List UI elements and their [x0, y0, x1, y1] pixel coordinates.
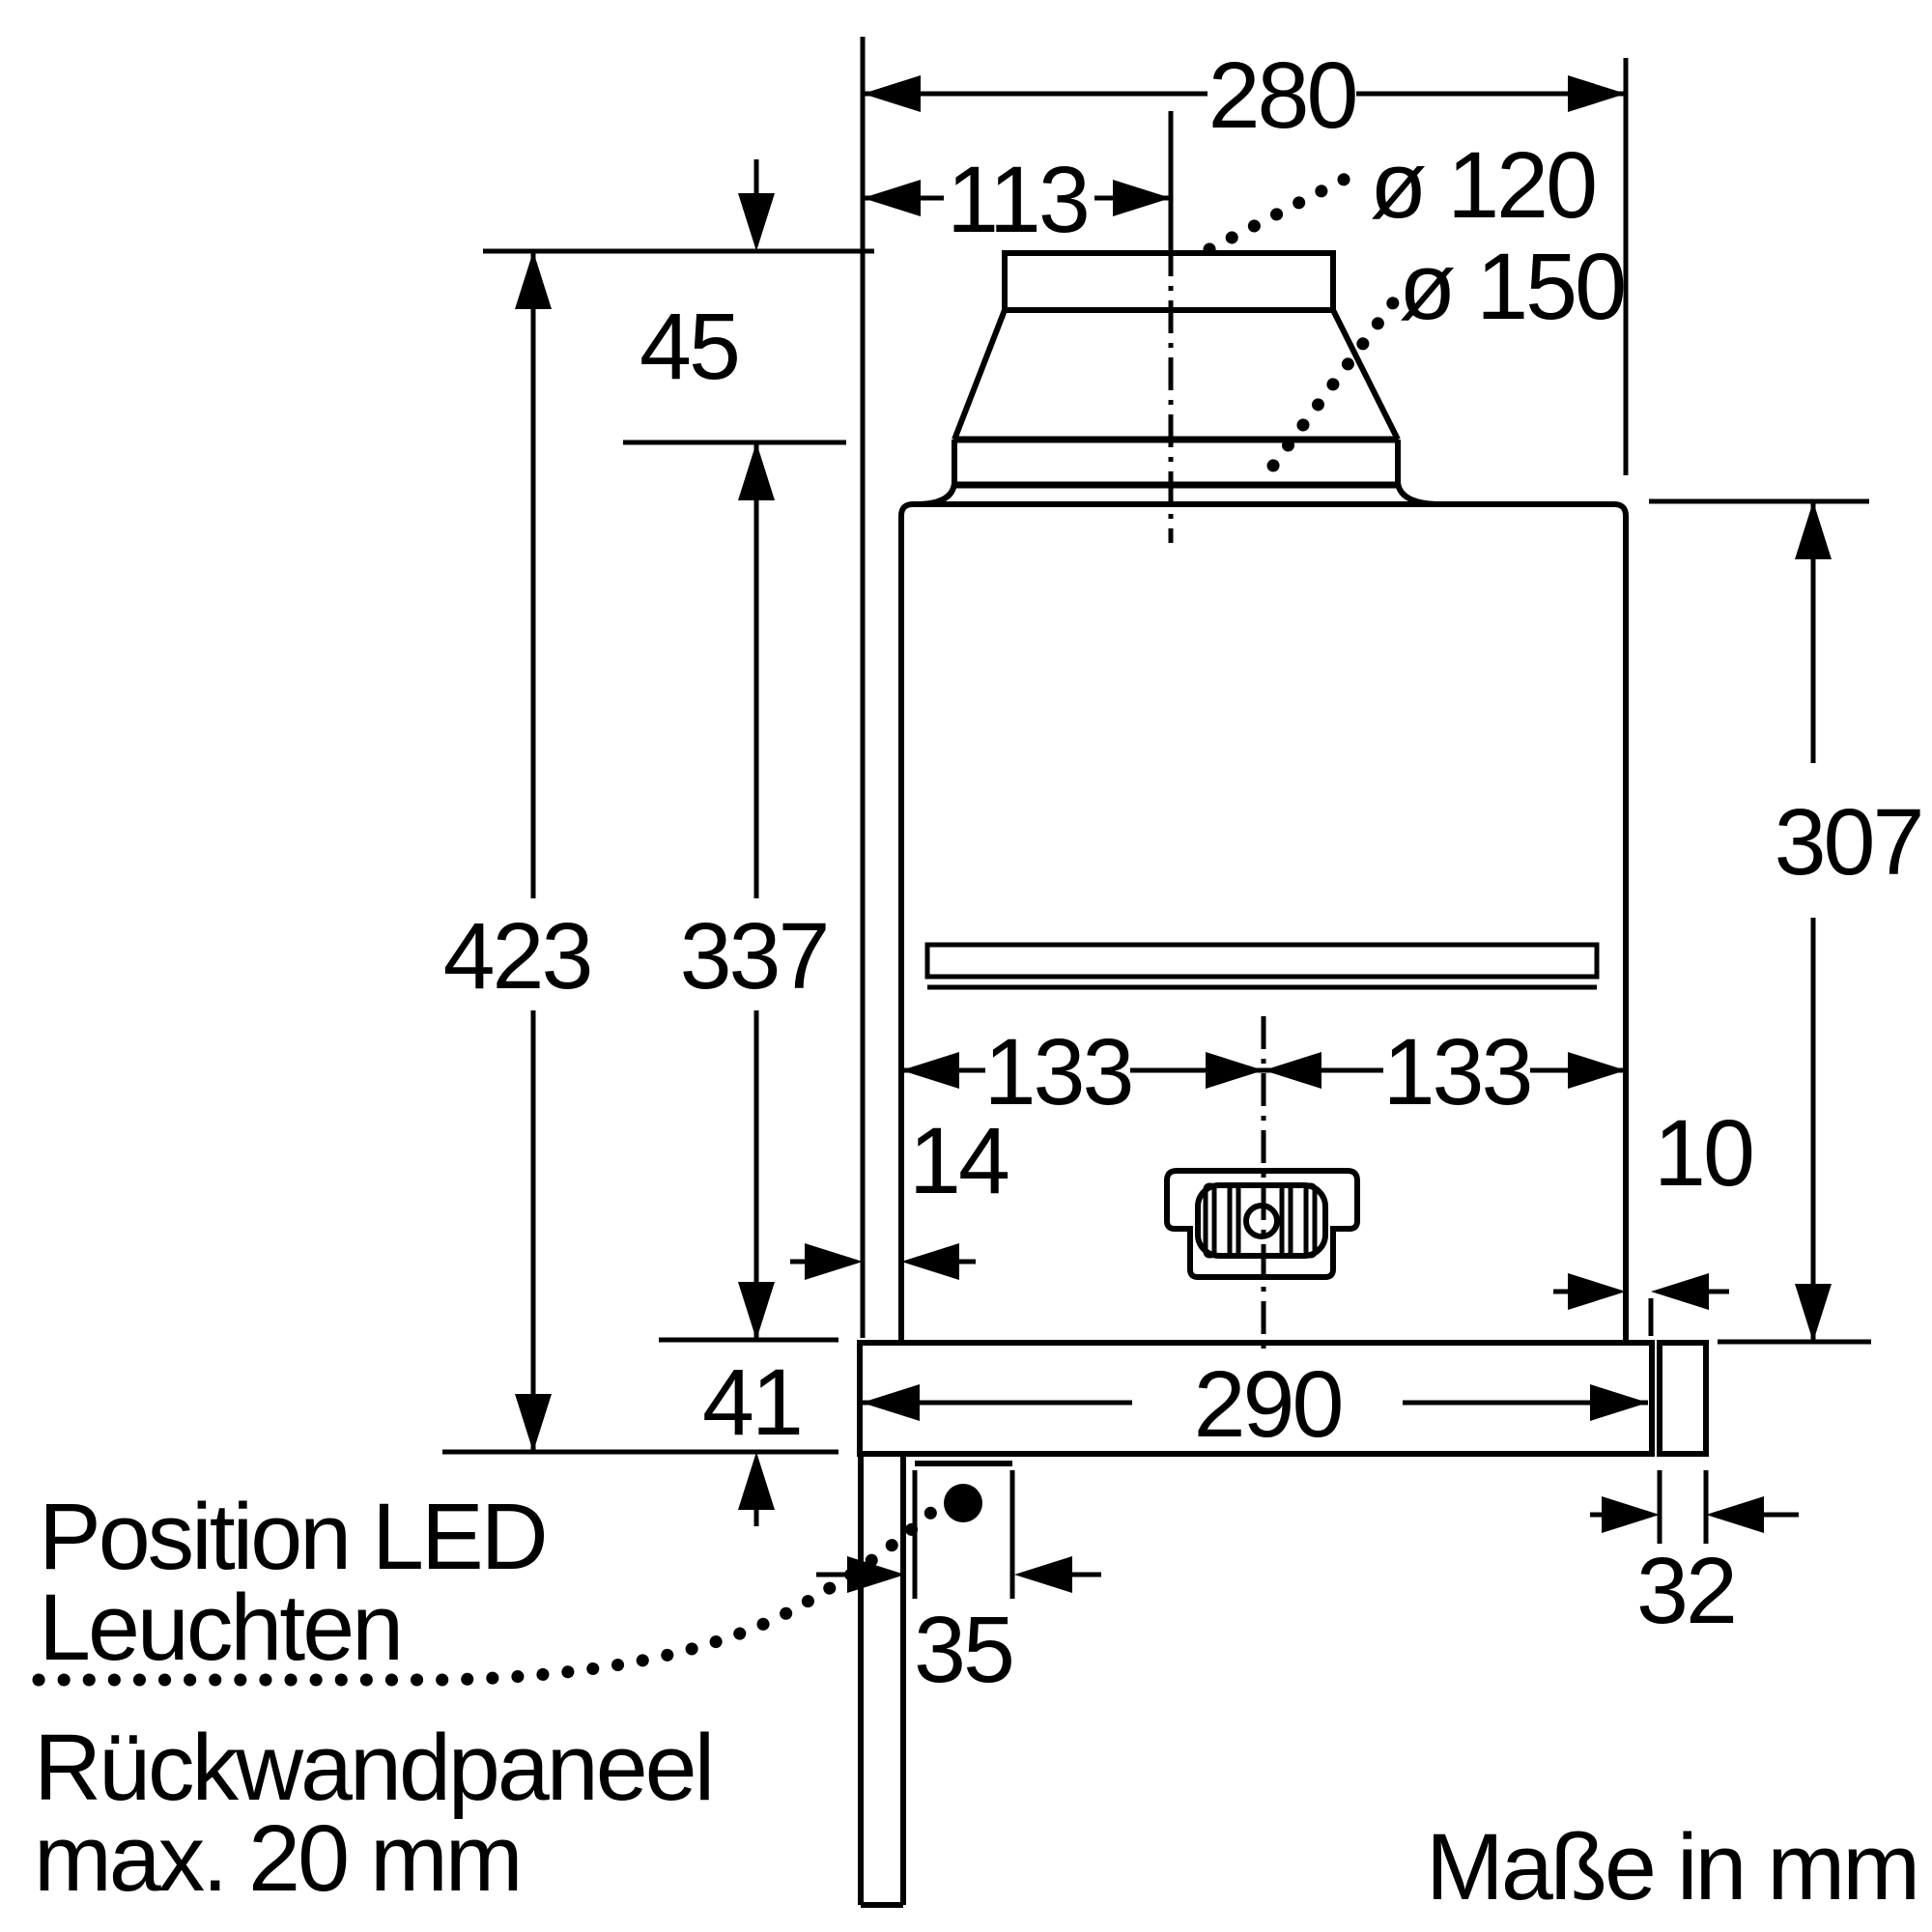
bracket-roller: [1195, 1182, 1328, 1259]
units-note: Maße in mm: [1426, 1814, 1918, 1919]
panel-end-cap: [1657, 1340, 1709, 1457]
bottom-panel: [857, 1340, 1709, 1908]
visor-panel: [857, 1340, 1655, 1457]
dim-423-label: 423: [443, 903, 591, 1009]
dim-133l-label: 133: [984, 1019, 1132, 1124]
dim-35: [816, 1556, 1101, 1593]
center-lines: [1168, 243, 1266, 1350]
dim-10: [1553, 1273, 1729, 1310]
leader-d120: [1203, 164, 1367, 256]
leader-lines: [32, 164, 1409, 1687]
dim-280-label: 280: [1208, 43, 1356, 148]
led-note-line2: Leuchten: [39, 1575, 401, 1680]
bracket-screw-hole: [1243, 1203, 1280, 1239]
dim-337: [738, 442, 775, 1340]
leader-d150: [1266, 283, 1409, 472]
dim-41-label: 41: [702, 1350, 801, 1455]
leader-led: [32, 1502, 942, 1687]
mounting-bracket: [1164, 1168, 1360, 1280]
led-dot: [944, 1484, 982, 1522]
back-panel-note-line1: Rückwandpaneel: [34, 1715, 712, 1820]
dim-35-label: 35: [914, 1597, 1012, 1702]
dim-45: [738, 159, 775, 251]
dim-14-label: 14: [909, 1108, 1009, 1213]
dim-337-label: 337: [680, 903, 828, 1009]
led-detail: [912, 1461, 1015, 1599]
dim-32-label: 32: [1636, 1538, 1735, 1643]
hood-body: [898, 501, 1629, 1343]
dim-133r-label: 133: [1383, 1019, 1531, 1124]
dim-290: [862, 1384, 1648, 1421]
dim-41: [738, 1452, 775, 1526]
duct-stub-120: [1002, 250, 1336, 313]
handle-slot: [924, 942, 1600, 980]
dim-10-label: 10: [1654, 1100, 1752, 1206]
dim-133-right: [1264, 1052, 1626, 1089]
dim-14: [790, 1243, 976, 1280]
dim-d150-label: ø 150: [1399, 234, 1624, 339]
dim-d120-label: ø 120: [1370, 132, 1595, 238]
dim-307-label: 307: [1775, 789, 1922, 895]
reference-lines: [442, 37, 1871, 1544]
dim-290-label: 290: [1194, 1351, 1342, 1457]
dim-113: [863, 180, 1171, 216]
dim-280: [863, 75, 1626, 112]
dim-133-left: [901, 1052, 1264, 1089]
dim-45-label: 45: [639, 294, 738, 399]
led-note-line1: Position LED: [39, 1484, 546, 1589]
dim-307: [1795, 501, 1832, 1342]
dim-113-label: 113: [947, 147, 1088, 252]
dim-32: [1590, 1496, 1799, 1533]
dim-423: [515, 251, 552, 1452]
duct-adapter: [915, 250, 1442, 507]
back-panel-note-line2: max. 20 mm: [34, 1805, 521, 1911]
